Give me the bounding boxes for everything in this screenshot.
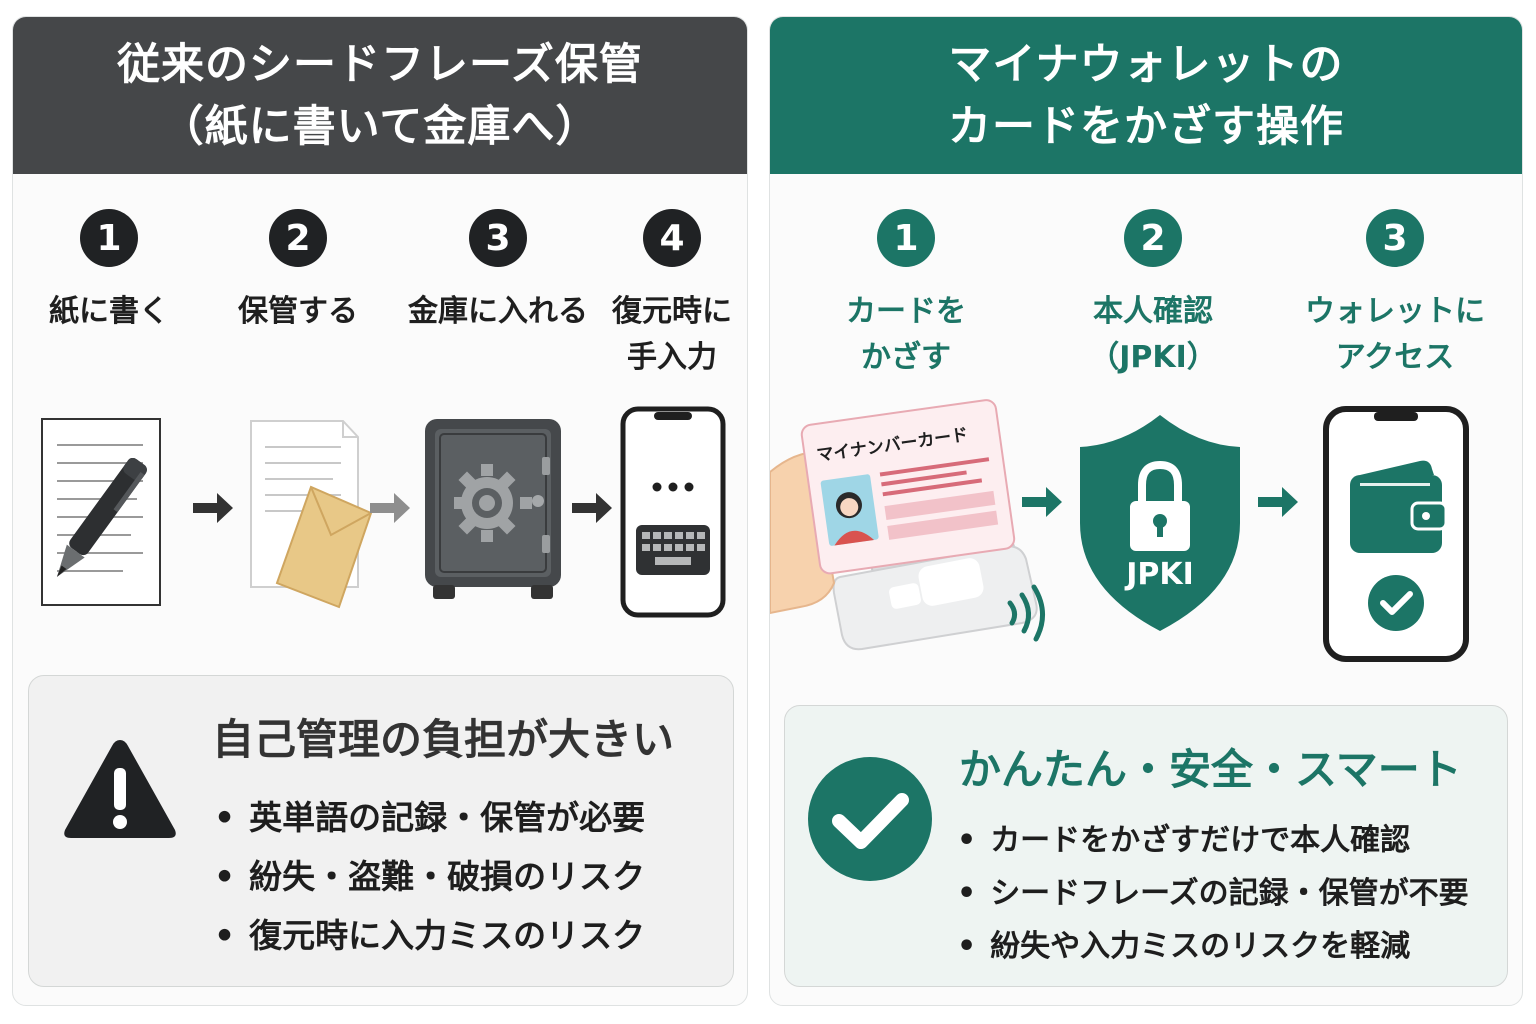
phone-keyboard-icon: [620, 406, 726, 618]
traditional-panel: 従来のシードフレーズ保管 （紙に書いて金庫へ） 1 紙に書く 2 保管する 3 …: [12, 16, 748, 1006]
traditional-step-3: 3 金庫に入れる: [408, 209, 588, 335]
arrow-right-icon: [1022, 487, 1062, 517]
arrow-right-icon: [1258, 487, 1298, 517]
myna-wallet-title-line-2: カードをかざす操作: [948, 101, 1344, 152]
list-item: カードをかざすだけで本人確認: [957, 814, 1469, 867]
traditional-summary-box: 自己管理の負担が大きい 英単語の記録・保管が必要 紛失・盗難・破損のリスク 復元…: [28, 675, 734, 987]
check-icon: [1368, 575, 1424, 631]
arrow-right-icon: [370, 493, 410, 523]
myna-summary-box: かんたん・安全・スマート カードをかざすだけで本人確認 シードフレーズの記録・保…: [784, 705, 1508, 987]
myna-summary-list: カードをかざすだけで本人確認 シードフレーズの記録・保管が不要 紛失や入力ミスの…: [957, 814, 1469, 973]
step-number: 4: [643, 209, 701, 267]
step-number: 2: [269, 209, 327, 267]
shield-lock-icon: JPKI: [1080, 415, 1240, 631]
list-item: 復元時に入力ミスのリスク: [214, 906, 645, 965]
step-number: 2: [1124, 209, 1182, 267]
traditional-step-1: 1 紙に書く: [49, 209, 169, 335]
check-circle-icon: [808, 757, 932, 881]
documents-envelope-icon: [250, 420, 373, 609]
traditional-step-4: 4 復元時に 手入力: [612, 209, 732, 381]
list-item: シードフレーズの記録・保管が不要: [957, 867, 1469, 920]
step-number: 3: [469, 209, 527, 267]
traditional-summary-list: 英単語の記録・保管が必要 紛失・盗難・破損のリスク 復元時に入力ミスのリスク: [214, 788, 645, 965]
step-label: カードを かざす: [846, 294, 966, 375]
myna-wallet-illustrations: マイナンバーカード JPKI: [770, 399, 1469, 662]
step-number: 3: [1366, 209, 1424, 267]
traditional-summary-title: 自己管理の負担が大きい: [212, 715, 675, 764]
paper-pen-icon: [41, 418, 161, 606]
arrow-right-icon: [193, 493, 233, 523]
step-label: 金庫に入れる: [408, 294, 588, 329]
arrow-right-icon: [572, 493, 612, 523]
myna-wallet-title-line-1: マイナウォレットの: [948, 39, 1344, 90]
myna-step-1: 1 カードを かざす: [836, 209, 976, 381]
wallet-icon: [1350, 460, 1448, 553]
traditional-title-line-1: 従来のシードフレーズ保管: [117, 39, 643, 90]
step-number: 1: [877, 209, 935, 267]
myna-step-3: 3 ウォレットに アクセス: [1290, 209, 1500, 381]
step-label: 保管する: [238, 294, 358, 329]
phone-wallet-icon: [1323, 406, 1469, 662]
step-label: 本人確認 （JPKI）: [1089, 294, 1217, 375]
shield-label: JPKI: [1124, 557, 1194, 592]
step-label: 復元時に 手入力: [612, 294, 732, 375]
myna-summary-title: かんたん・安全・スマート: [959, 745, 1462, 794]
myna-step-2: 2 本人確認 （JPKI）: [1073, 209, 1233, 381]
step-label: ウォレットに アクセス: [1305, 294, 1485, 375]
traditional-step-2: 2 保管する: [238, 209, 358, 335]
traditional-illustrations: [41, 406, 726, 618]
myna-wallet-panel: マイナウォレットの カードをかざす操作 1 カードを かざす 2 本人確認 （J…: [769, 16, 1523, 1006]
traditional-header: 従来のシードフレーズ保管 （紙に書いて金庫へ）: [13, 17, 747, 174]
list-item: 紛失・盗難・破損のリスク: [214, 847, 645, 906]
safe-icon: [425, 419, 561, 599]
step-number: 1: [80, 209, 138, 267]
id-card-icon: マイナンバーカード: [800, 399, 1016, 575]
list-item: 紛失や入力ミスのリスクを軽減: [957, 920, 1469, 973]
step-label: 紙に書く: [49, 294, 169, 329]
traditional-title-line-2: （紙に書いて金庫へ）: [160, 101, 600, 152]
list-item: 英単語の記録・保管が必要: [214, 788, 645, 847]
warning-icon: [64, 740, 176, 838]
myna-wallet-header: マイナウォレットの カードをかざす操作: [770, 17, 1522, 174]
